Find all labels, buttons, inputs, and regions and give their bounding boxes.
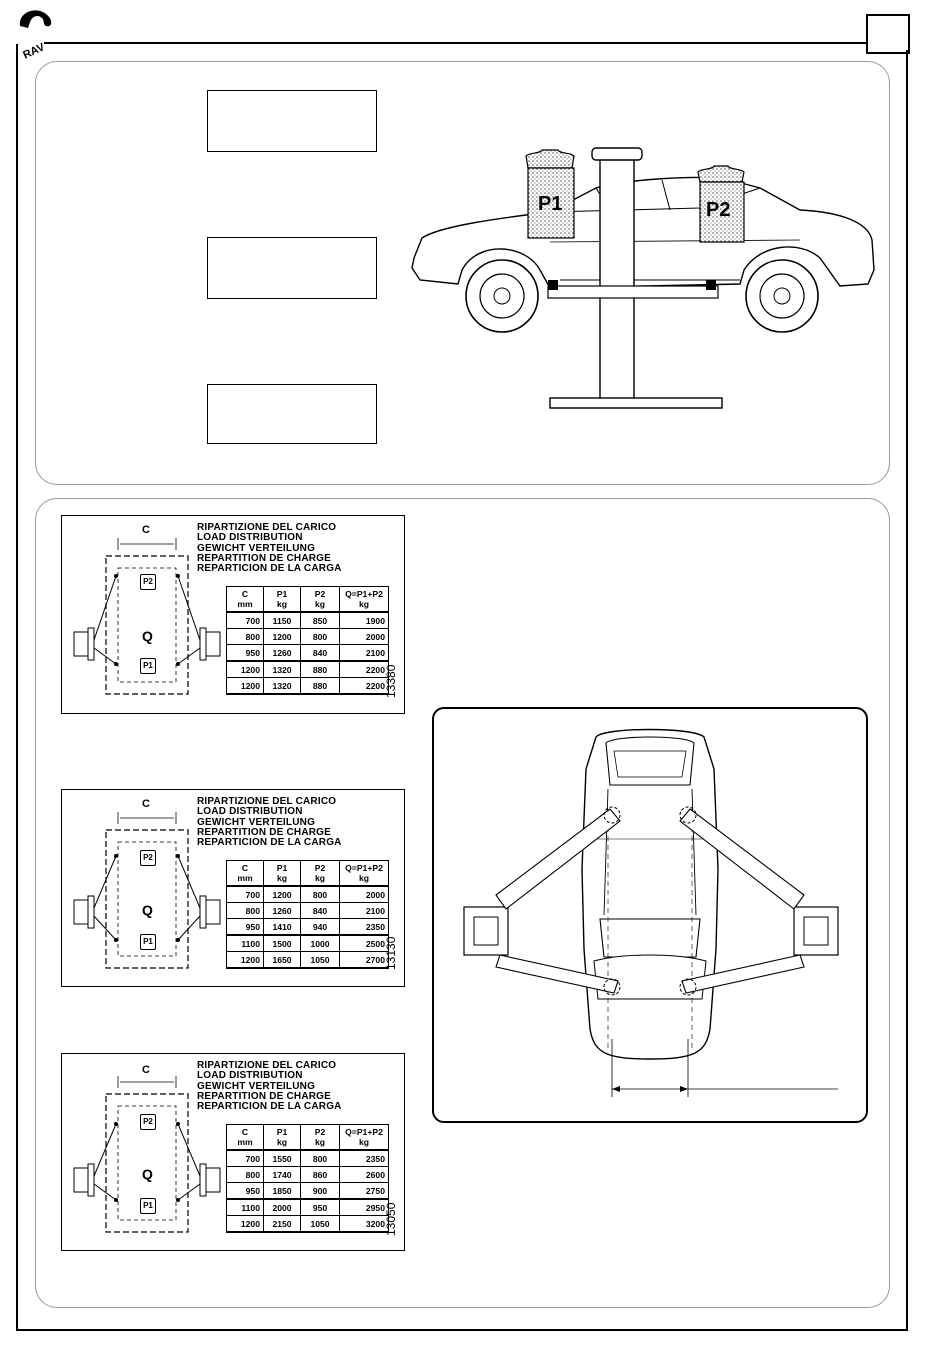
car-on-lift-illustration: P1 P2 (411, 147, 875, 409)
heading-fr: REPARTITION DE CHARGE (197, 552, 332, 564)
lift-side-view-panel (35, 61, 890, 485)
load-headings: RIPARTIZIONE DEL CARICO LOAD DISTRIBUTIO… (197, 796, 342, 849)
dimension-c-label: C (142, 1064, 150, 1076)
load-headings: RIPARTIZIONE DEL CARICO LOAD DISTRIBUTIO… (197, 1060, 342, 1113)
q-label: Q (142, 628, 153, 644)
blank-label-box-2 (207, 237, 377, 299)
frame-right-border (906, 50, 908, 1331)
heading-it: RIPARTIZIONE DEL CARICO (197, 1060, 337, 1071)
heading-en: LOAD DISTRIBUTION (197, 806, 303, 818)
heading-de: GEWICHT VERTEILUNG (197, 542, 316, 554)
frame-left-border (16, 44, 18, 1331)
drawing-code: 13130 (384, 936, 398, 970)
dimension-c-label: C (142, 798, 150, 810)
p1-weight-icon: P1 (140, 1198, 156, 1214)
heading-es: REPARTICION DE LA CARGA (197, 563, 342, 575)
heading-en: LOAD DISTRIBUTION (197, 532, 303, 544)
p2-weight-icon: P2 (140, 850, 156, 866)
heading-it: RIPARTIZIONE DEL CARICO (197, 796, 337, 807)
frame-bottom-border (16, 1329, 908, 1331)
heading-fr: REPARTITION DE CHARGE (197, 826, 332, 838)
load-headings: RIPARTIZIONE DEL CARICO LOAD DISTRIBUTIO… (197, 522, 342, 575)
p2-weight-icon: P2 (140, 574, 156, 590)
top-view-panel (432, 707, 868, 1123)
drawing-code: 13050 (384, 1202, 398, 1236)
p1-weight-icon: P1 (140, 658, 156, 674)
heading-de: GEWICHT VERTEILUNG (197, 1080, 316, 1092)
heading-de: GEWICHT VERTEILUNG (197, 816, 316, 828)
lift-plan-diagram-2 (73, 812, 221, 969)
q-label: Q (142, 1166, 153, 1182)
heading-it: RIPARTIZIONE DEL CARICO (197, 522, 337, 533)
p1-weight-icon: P1 (140, 934, 156, 950)
rav-logo: RAV (19, 10, 52, 60)
blank-label-box-1 (207, 90, 377, 152)
logo-text: RAV (21, 41, 47, 60)
heading-en: LOAD DISTRIBUTION (197, 1070, 303, 1082)
weight-p1-label: P1 (538, 193, 562, 215)
drawing-code: 13380 (384, 664, 398, 698)
header-rule (44, 42, 866, 44)
load-card-1: C P2 Q P1 RIPARTIZIONE DEL CARICO LOAD D… (61, 515, 405, 714)
blank-label-box-3 (207, 384, 377, 444)
load-card-3: C P2 Q P1 RIPARTIZIONE DEL CARICO LOAD D… (61, 1053, 405, 1251)
page-number-box (866, 14, 910, 54)
lift-plan-diagram-3 (73, 1076, 221, 1233)
car-top-view-illustration (463, 728, 839, 1097)
weight-p2-label: P2 (706, 199, 730, 221)
load-card-2: C P2 Q P1 RIPARTIZIONE DEL CARICO LOAD D… (61, 789, 405, 987)
lift-plan-diagram-1 (73, 538, 221, 695)
heading-es: REPARTICION DE LA CARGA (197, 837, 342, 849)
dimension-c-label: C (142, 524, 150, 536)
heading-es: REPARTICION DE LA CARGA (197, 1101, 342, 1113)
q-label: Q (142, 902, 153, 918)
heading-fr: REPARTITION DE CHARGE (197, 1090, 332, 1102)
p2-weight-icon: P2 (140, 1114, 156, 1130)
